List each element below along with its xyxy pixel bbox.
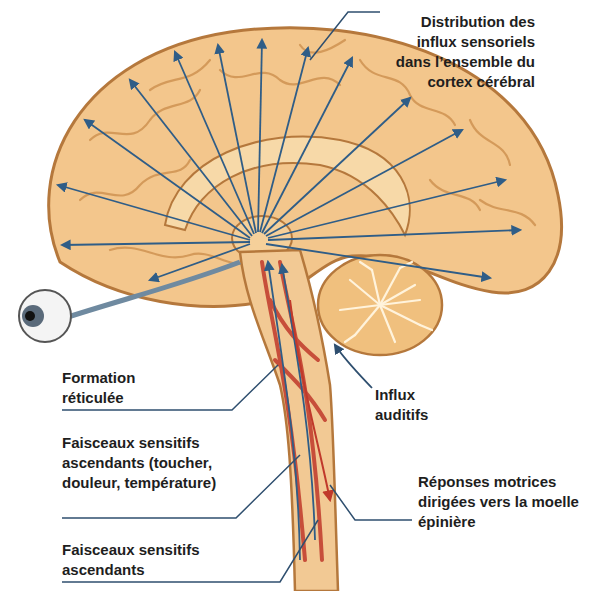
tract-label: Faisceaux sensitifs ascendants (toucher,…	[62, 433, 227, 493]
corpus-callosum	[165, 137, 410, 235]
motor-label: Réponses motrices dirigées vers la moell…	[418, 472, 583, 532]
reticular-tracts	[262, 262, 325, 560]
motor-arrow	[290, 300, 330, 500]
auditory-arrow	[335, 345, 372, 388]
tract-label: Faisceaux sensitifs ascendants	[62, 540, 227, 580]
auditory-label: Influx auditifs	[375, 385, 455, 425]
eye	[19, 262, 240, 342]
reticular-label: Formation réticulée	[62, 368, 177, 408]
cerebellum	[318, 255, 442, 355]
leader-lines	[62, 365, 412, 582]
brainstem	[240, 250, 338, 591]
cortex-label: Distribution des influx sensoriels dans …	[385, 12, 535, 92]
leader-line	[310, 12, 380, 60]
